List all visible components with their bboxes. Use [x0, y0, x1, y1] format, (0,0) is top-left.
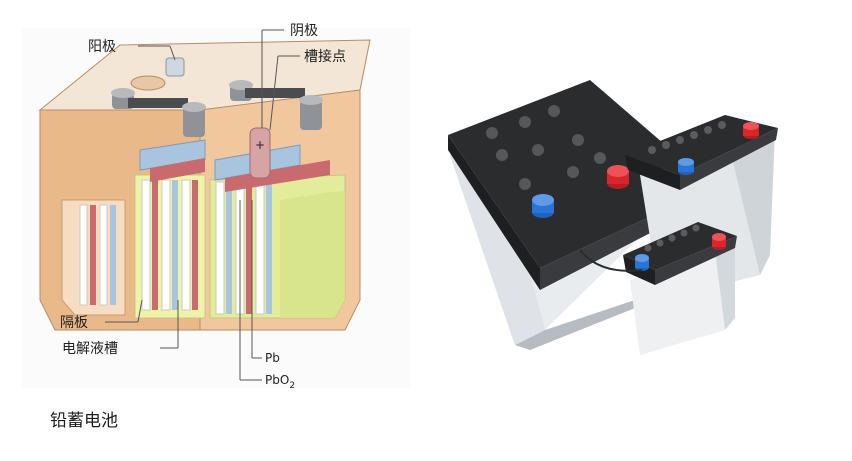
positive-terminal — [249, 127, 271, 179]
battery-small — [579, 222, 737, 355]
terminal-posts — [111, 80, 323, 137]
label-electrolyte-tank: 电解液槽 — [62, 341, 118, 357]
lead-acid-diagram: + 阳极 阴极 槽接点 隔板 电解液槽 Pb PbO2 铅蓄电池 — [38, 23, 371, 431]
diagram-svg: + 阳极 阴极 槽接点 隔板 电解液槽 Pb PbO2 铅蓄电池 — [38, 23, 371, 431]
strap-red-middle — [150, 158, 205, 182]
label-pb: Pb — [265, 351, 280, 365]
label-slot-contact: 槽接点 — [304, 48, 346, 65]
label-separator: 隔板 — [60, 315, 88, 331]
leader-lines — [105, 29, 300, 381]
plates-middle — [141, 179, 198, 311]
vent-cap-large — [130, 75, 166, 91]
plates-right — [215, 181, 272, 315]
strap-red-right — [225, 160, 330, 192]
label-anode: 阳极 — [88, 39, 116, 55]
plates-left — [79, 204, 116, 306]
battery-photo — [430, 0, 852, 461]
electrolyte-shade — [280, 190, 345, 318]
diagram-caption: 铅蓄电池 — [50, 411, 118, 431]
battery-photo-svg — [448, 80, 778, 355]
plus-sign: + — [255, 138, 265, 152]
vent-cap-small — [165, 57, 185, 77]
battery-large — [448, 80, 700, 350]
label-pbo2: PbO2 — [265, 373, 295, 391]
label-cathode: 阴极 — [290, 23, 318, 39]
